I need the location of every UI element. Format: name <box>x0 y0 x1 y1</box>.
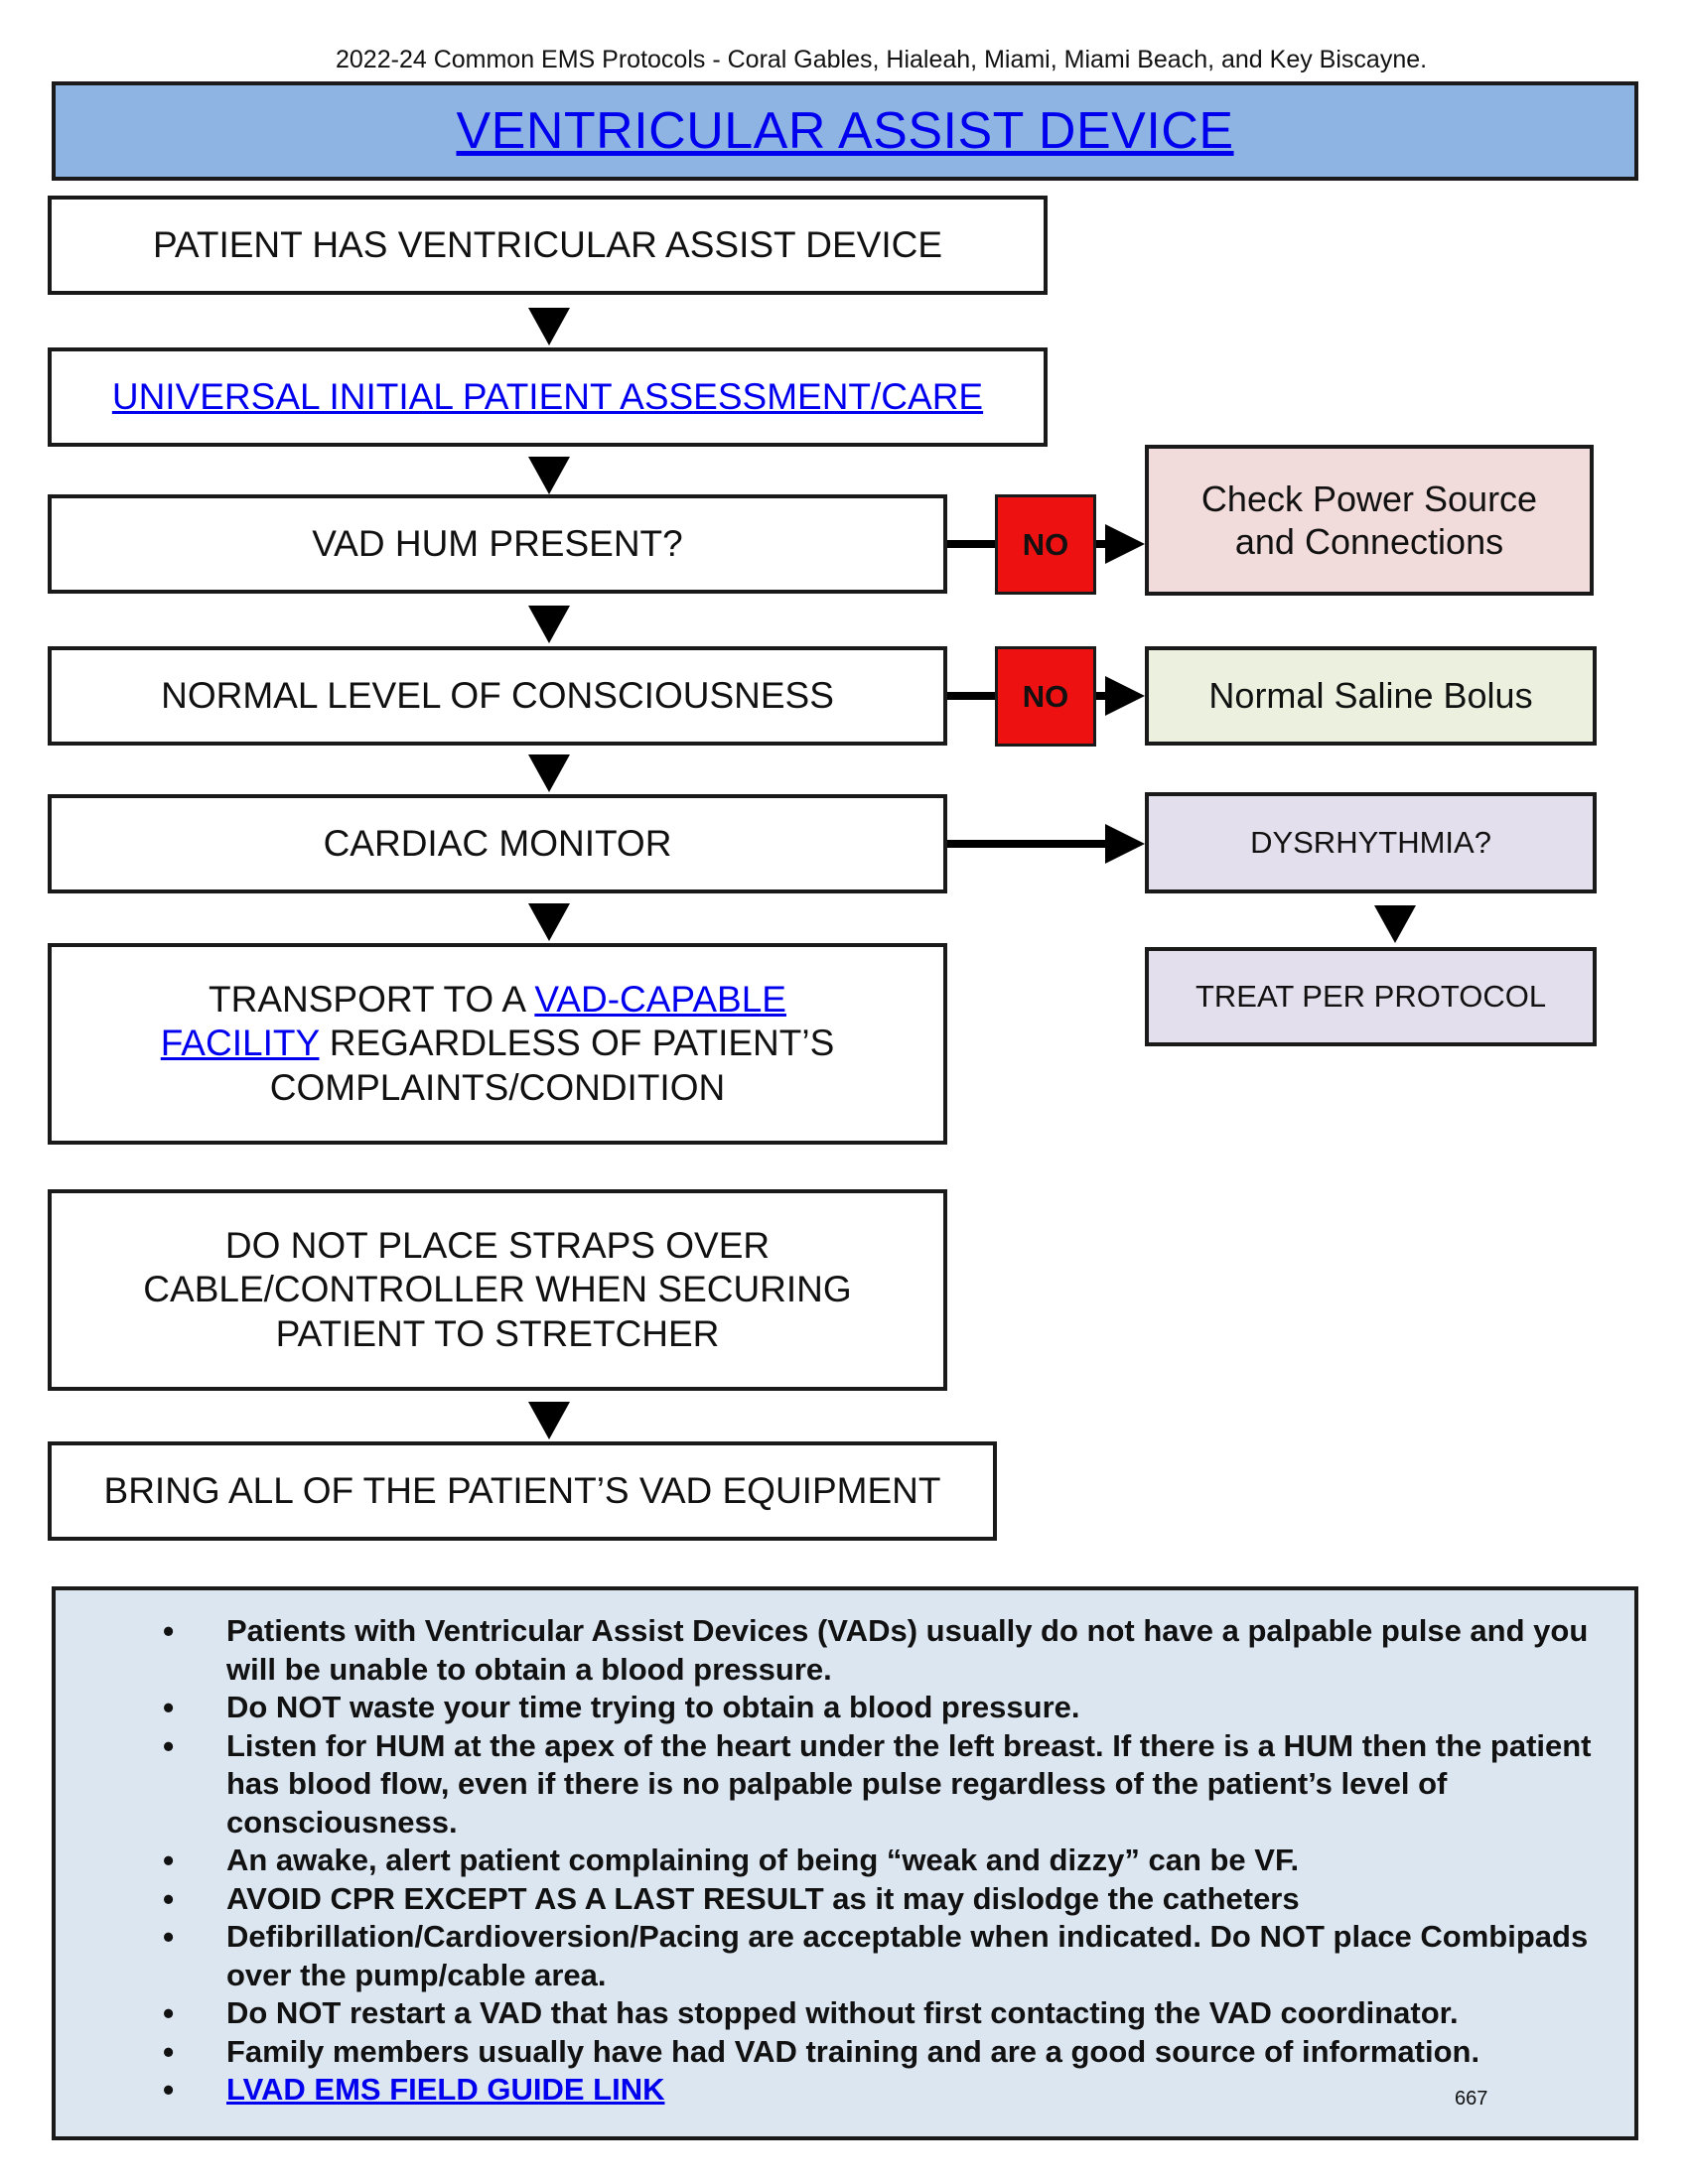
notes-panel: Patients with Ventricular Assist Devices… <box>52 1586 1638 2140</box>
transport-suffix: REGARDLESS OF PATIENT’S <box>319 1023 835 1064</box>
note-item: Listen for HUM at the apex of the heart … <box>163 1727 1605 1843</box>
check-power-source-box: Check Power Source and Connections <box>1145 445 1594 596</box>
connector-line-loc <box>947 692 995 700</box>
arrow-right-hum <box>1105 524 1145 564</box>
notes-list: Patients with Ventricular Assist Devices… <box>117 1612 1605 2110</box>
no-badge-hum: NO <box>995 494 1096 595</box>
connector-line-monitor <box>947 840 1110 848</box>
connector-line-hum-2 <box>1096 540 1110 548</box>
step-transport: TRANSPORT TO A VAD-CAPABLE FACILITY REGA… <box>48 943 947 1145</box>
transport-line3: COMPLAINTS/CONDITION <box>269 1066 726 1108</box>
arrow-down-side <box>1374 905 1416 943</box>
dysrhythmia-text: DYSRHYTHMIA? <box>1250 825 1491 861</box>
step-patient-has-vad: PATIENT HAS VENTRICULAR ASSIST DEVICE <box>48 196 1048 295</box>
page-number: 667 <box>1455 2088 1488 2110</box>
note-item: Defibrillation/Cardioversion/Pacing are … <box>163 1918 1605 1994</box>
protocols-header: 2022-24 Common EMS Protocols - Coral Gab… <box>336 46 1428 73</box>
arrow-down-3 <box>528 606 570 643</box>
no-badge-loc: NO <box>995 646 1096 747</box>
universal-assessment-link[interactable]: UNIVERSAL INITIAL PATIENT ASSESSMENT/CAR… <box>111 375 984 417</box>
arrow-right-monitor <box>1105 824 1145 864</box>
treat-per-protocol-text: TREAT PER PROTOCOL <box>1195 979 1547 1015</box>
normal-saline-text: Normal Saline Bolus <box>1208 675 1533 717</box>
arrow-down-2 <box>528 457 570 494</box>
note-item: Do NOT waste your time trying to obtain … <box>163 1689 1605 1727</box>
step-bring-vad-equipment: BRING ALL OF THE PATIENT’S VAD EQUIPMENT <box>48 1441 997 1541</box>
straps-line1: DO NOT PLACE STRAPS OVER <box>224 1224 771 1266</box>
step-consciousness-text: NORMAL LEVEL OF CONSCIOUSNESS <box>161 674 834 716</box>
treat-per-protocol-box: TREAT PER PROTOCOL <box>1145 947 1597 1046</box>
arrow-right-loc <box>1105 676 1145 716</box>
bring-equipment-text: BRING ALL OF THE PATIENT’S VAD EQUIPMENT <box>103 1469 941 1511</box>
dysrhythmia-box: DYSRHYTHMIA? <box>1145 792 1597 893</box>
transport-prefix: TRANSPORT TO A <box>209 978 535 1020</box>
check-power-line2: and Connections <box>1234 521 1504 562</box>
step-patient-has-vad-text: PATIENT HAS VENTRICULAR ASSIST DEVICE <box>152 223 942 265</box>
straps-line3: PATIENT TO STRETCHER <box>275 1312 720 1354</box>
note-item: An awake, alert patient complaining of b… <box>163 1842 1605 1880</box>
step-vad-hum-present: VAD HUM PRESENT? <box>48 494 947 594</box>
step-cardiac-monitor: CARDIAC MONITOR <box>48 794 947 893</box>
step-normal-consciousness: NORMAL LEVEL OF CONSCIOUSNESS <box>48 646 947 746</box>
normal-saline-box: Normal Saline Bolus <box>1145 646 1597 746</box>
step-vad-hum-text: VAD HUM PRESENT? <box>312 522 683 564</box>
page-title-link[interactable]: VENTRICULAR ASSIST DEVICE <box>456 102 1234 160</box>
connector-line-hum <box>947 540 995 548</box>
note-item: Do NOT restart a VAD that has stopped wi… <box>163 1994 1605 2033</box>
note-item: AVOID CPR EXCEPT AS A LAST RESULT as it … <box>163 1880 1605 1919</box>
lvad-field-guide-link[interactable]: LVAD EMS FIELD GUIDE LINK <box>226 2072 665 2107</box>
step-universal-assessment: UNIVERSAL INITIAL PATIENT ASSESSMENT/CAR… <box>48 347 1048 447</box>
arrow-down-4 <box>528 754 570 792</box>
check-power-line1: Check Power Source <box>1200 478 1538 519</box>
arrow-down-6 <box>528 1402 570 1439</box>
title-bar: VENTRICULAR ASSIST DEVICE <box>52 81 1638 181</box>
step-do-not-place-straps: DO NOT PLACE STRAPS OVER CABLE/CONTROLLE… <box>48 1189 947 1391</box>
note-item: Patients with Ventricular Assist Devices… <box>163 1612 1605 1689</box>
note-item-link: LVAD EMS FIELD GUIDE LINK <box>163 2071 1605 2110</box>
note-item: Family members usually have had VAD trai… <box>163 2033 1605 2072</box>
facility-link[interactable]: FACILITY <box>160 1023 320 1064</box>
connector-line-loc-2 <box>1096 692 1110 700</box>
step-cardiac-monitor-text: CARDIAC MONITOR <box>323 822 672 864</box>
arrow-down-1 <box>528 308 570 345</box>
straps-line2: CABLE/CONTROLLER WHEN SECURING <box>143 1269 852 1310</box>
vad-capable-link[interactable]: VAD-CAPABLE <box>534 978 786 1020</box>
arrow-down-5 <box>528 903 570 941</box>
